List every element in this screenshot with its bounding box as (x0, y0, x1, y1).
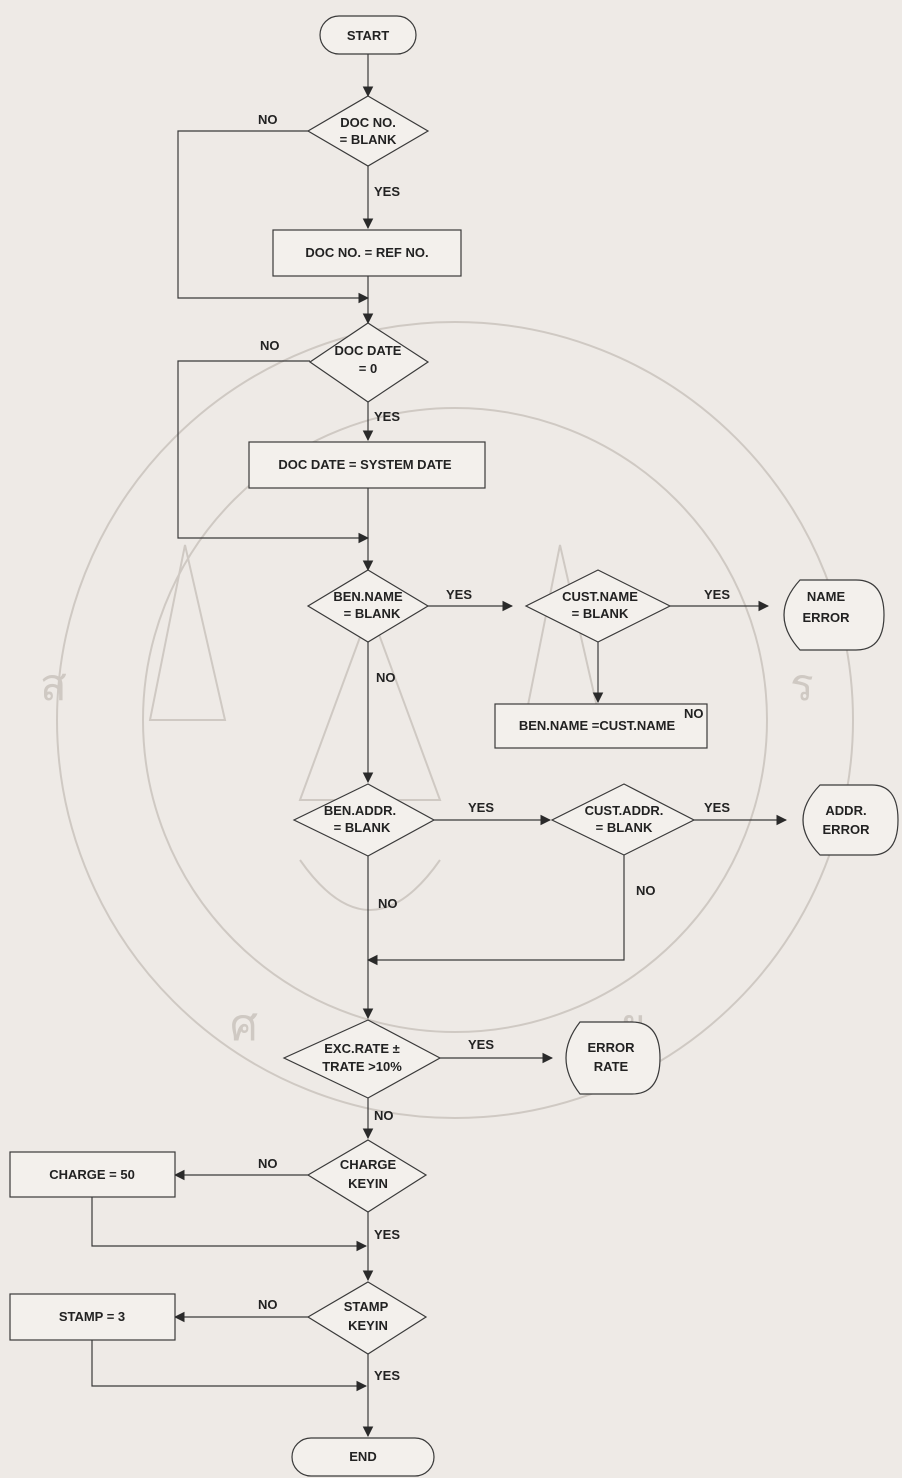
name-error-label-line2: ERROR (803, 610, 851, 625)
charge-set-label: CHARGE = 50 (49, 1167, 135, 1182)
benaddr-no-label: NO (378, 896, 398, 911)
docno-no-label: NO (258, 112, 278, 127)
edge-chargeset-return (91, 1197, 368, 1252)
error-rate-terminator (565, 1021, 661, 1095)
benname-set-process (494, 703, 708, 749)
charge-set-process (9, 1151, 176, 1198)
custname-label-line1: CUST.NAME (562, 589, 638, 604)
excrate-label-line2: TRATE >10% (322, 1059, 402, 1074)
docdate-no-label: NO (260, 338, 280, 353)
svg-text:ส: ส (40, 661, 67, 710)
svg-text:ศ: ศ (230, 1001, 258, 1050)
edge-docdate-no (177, 360, 370, 544)
custname-decision (524, 569, 672, 643)
start-label: START (347, 28, 389, 43)
stamp-decision (306, 1281, 428, 1355)
name-error-terminator (783, 579, 885, 651)
docno-set-label: DOC NO. = REF NO. (305, 245, 428, 260)
stamp-no-label: NO (258, 1297, 278, 1312)
stamp-set-label: STAMP = 3 (59, 1309, 125, 1324)
docdate-decision (308, 322, 430, 403)
error-rate-label-line1: ERROR (588, 1040, 636, 1055)
benname-decision (306, 569, 430, 643)
svg-text:ร: ร (790, 661, 814, 710)
benaddr-label-line1: BEN.ADDR. (324, 803, 396, 818)
benname-yes-label: YES (446, 587, 472, 602)
flow-nodes (9, 15, 899, 1477)
excrate-yes-label: YES (468, 1037, 494, 1052)
docdate-set-process (248, 441, 486, 489)
start-terminator (319, 15, 417, 55)
docdate-set-label: DOC DATE = SYSTEM DATE (278, 457, 452, 472)
excrate-label-line1: EXC.RATE ± (324, 1041, 400, 1056)
custaddr-yes-label: YES (704, 800, 730, 815)
custaddr-label-line2: = BLANK (596, 820, 653, 835)
custname-yes-label: YES (704, 587, 730, 602)
custaddr-no-label: NO (636, 883, 656, 898)
stamp-label-line1: STAMP (344, 1299, 389, 1314)
docno-set-process (272, 229, 462, 277)
edge-custaddr-no (366, 855, 625, 966)
excrate-no-label: NO (374, 1108, 394, 1123)
benaddr-yes-label: YES (468, 800, 494, 815)
addr-error-terminator (802, 784, 899, 856)
docdate-label-line2: = 0 (359, 361, 377, 376)
addr-error-label-line2: ERROR (823, 822, 871, 837)
error-rate-label-line2: RATE (594, 1059, 629, 1074)
node-labels: START DOC NO. = BLANK DOC NO. = REF NO. … (49, 28, 870, 1464)
excrate-decision (282, 1019, 442, 1099)
addr-error-label-line1: ADDR. (825, 803, 866, 818)
custname-label-line2: = BLANK (572, 606, 629, 621)
benname-set-label: BEN.NAME =CUST.NAME (519, 718, 676, 733)
charge-yes-label: YES (374, 1227, 400, 1242)
name-error-label-line1: NAME (807, 589, 846, 604)
custname-no-label: NO (684, 706, 704, 721)
charge-label-line1: CHARGE (340, 1157, 397, 1172)
stamp-label-line2: KEYIN (348, 1318, 388, 1333)
university-seal-watermark: ส ร ศ ย (40, 321, 854, 1119)
docno-label-line1: DOC NO. (340, 115, 396, 130)
charge-decision (306, 1139, 428, 1213)
benaddr-label-line2: = BLANK (334, 820, 391, 835)
docno-yes-label: YES (374, 184, 400, 199)
benaddr-decision (292, 783, 436, 857)
flow-connectors (91, 54, 788, 1438)
edge-docno-no (177, 130, 370, 304)
benname-no-label: NO (376, 670, 396, 685)
edge-stampset-return (91, 1340, 368, 1392)
docno-label-line2: = BLANK (340, 132, 397, 147)
docdate-yes-label: YES (374, 409, 400, 424)
docno-decision (306, 95, 430, 167)
docdate-label-line1: DOC DATE (335, 343, 402, 358)
end-terminator (291, 1437, 435, 1477)
charge-label-line2: KEYIN (348, 1176, 388, 1191)
charge-no-label: NO (258, 1156, 278, 1171)
end-label: END (349, 1449, 376, 1464)
custaddr-decision (550, 783, 696, 856)
stamp-set-process (9, 1293, 176, 1341)
benname-label-line2: = BLANK (344, 606, 401, 621)
stamp-yes-label: YES (374, 1368, 400, 1383)
benname-label-line1: BEN.NAME (333, 589, 403, 604)
edge-labels: NO YES NO YES YES NO YES NO YES NO YES N… (258, 112, 730, 1383)
custaddr-label-line1: CUST.ADDR. (585, 803, 664, 818)
